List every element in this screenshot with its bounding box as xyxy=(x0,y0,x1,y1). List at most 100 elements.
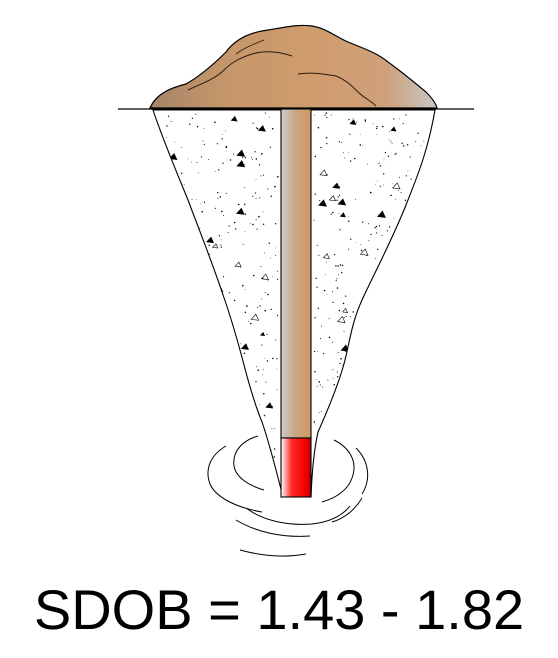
aggregate-stone xyxy=(211,243,219,249)
stipple-dot xyxy=(397,189,399,191)
stipple-dot xyxy=(249,322,252,325)
stipple-dot xyxy=(335,456,338,458)
stipple-dot xyxy=(322,386,324,388)
stipple-dot xyxy=(215,171,216,172)
stipple-dot xyxy=(270,257,271,259)
stipple-dot xyxy=(426,353,428,355)
stipple-dot xyxy=(406,144,409,146)
stipple-dot xyxy=(402,123,404,125)
stipple-dot xyxy=(414,222,417,224)
stipple-dot xyxy=(387,253,389,256)
stipple-dot xyxy=(393,118,395,120)
stipple-dot xyxy=(182,449,184,450)
stipple-dot xyxy=(273,448,276,450)
stipple-dot xyxy=(233,221,236,224)
stipple-dot xyxy=(182,419,183,421)
stipple-dot xyxy=(330,213,332,215)
stipple-dot xyxy=(336,278,338,280)
stipple-dot xyxy=(437,267,438,268)
stipple-dot xyxy=(225,130,227,132)
stipple-dot xyxy=(222,433,224,434)
stipple-dot xyxy=(379,165,381,167)
stipple-dot xyxy=(156,338,159,340)
stipple-dot xyxy=(255,192,257,194)
stipple-dot xyxy=(240,343,242,345)
stipple-dot xyxy=(244,203,246,206)
stipple-dot xyxy=(430,213,432,216)
stipple-dot xyxy=(339,362,341,365)
stipple-dot xyxy=(157,487,159,490)
stipple-dot xyxy=(177,480,179,482)
stipple-dot xyxy=(427,353,428,355)
stipple-dot xyxy=(404,199,407,202)
stipple-dot xyxy=(391,278,393,280)
stipple-dot xyxy=(184,273,186,276)
stipple-dot xyxy=(234,485,237,488)
stipple-dot xyxy=(238,427,239,429)
stipple-dot xyxy=(399,338,401,340)
stipple-dot xyxy=(195,323,197,325)
stipple-dot xyxy=(337,482,340,485)
stipple-dot xyxy=(343,330,345,332)
stipple-dot xyxy=(373,480,375,483)
aggregate-stone xyxy=(417,191,426,199)
stipple-dot xyxy=(244,213,247,215)
stipple-dot xyxy=(175,249,178,252)
stipple-dot xyxy=(423,277,425,279)
stipple-dot xyxy=(433,197,435,200)
stipple-dot xyxy=(349,160,352,162)
mound-texture-line xyxy=(187,51,293,91)
stipple-dot xyxy=(261,344,263,346)
stipple-dot xyxy=(372,385,374,387)
stipple-dot xyxy=(344,157,346,159)
stipple-dot xyxy=(360,244,361,245)
stipple-dot xyxy=(151,210,152,211)
stipple-dot xyxy=(193,371,195,373)
stipple-dot xyxy=(174,325,176,327)
stipple-dot xyxy=(266,479,268,481)
stipple-dot xyxy=(214,319,216,321)
aggregate-stone xyxy=(390,126,397,132)
stipple-dot xyxy=(273,427,275,429)
stipple-dot xyxy=(153,393,154,396)
stipple-dot xyxy=(428,187,431,189)
stipple-dot xyxy=(199,283,201,286)
stipple-dot xyxy=(170,121,172,122)
stipple-dot xyxy=(395,348,397,350)
stipple-dot xyxy=(375,303,378,306)
stipple-dot xyxy=(429,468,431,470)
stipple-dot xyxy=(437,148,438,149)
stipple-dot xyxy=(188,461,190,463)
stipple-dot xyxy=(318,381,320,383)
stipple-dot xyxy=(345,315,347,318)
stipple-dot xyxy=(313,421,316,423)
stipple-dot xyxy=(378,225,381,227)
stipple-dot xyxy=(193,438,195,440)
stipple-dot xyxy=(199,227,201,229)
stipple-dot xyxy=(169,263,172,265)
stipple-dot xyxy=(326,142,328,145)
stipple-dot xyxy=(266,453,267,455)
stipple-dot xyxy=(161,288,163,290)
stipple-dot xyxy=(410,289,413,291)
stipple-dot xyxy=(214,466,217,469)
stipple-dot xyxy=(263,369,264,371)
stipple-dot xyxy=(196,445,198,448)
stipple-dot xyxy=(209,338,211,340)
stipple-dot xyxy=(324,114,326,116)
stipple-dot xyxy=(182,368,184,370)
aggregate-stone xyxy=(423,401,432,409)
stipple-dot xyxy=(230,473,233,476)
stipple-dot xyxy=(158,259,160,261)
stipple-dot xyxy=(190,439,191,441)
stipple-dot xyxy=(194,322,196,324)
stipple-dot xyxy=(200,203,202,205)
stipple-dot xyxy=(326,262,327,263)
stipple-dot xyxy=(348,248,350,250)
stipple-dot xyxy=(238,417,240,420)
stipple-dot xyxy=(320,325,323,327)
stipple-dot xyxy=(333,435,335,437)
stipple-dot xyxy=(352,388,354,390)
stipple-dot xyxy=(401,456,402,458)
stipple-dot xyxy=(167,216,170,218)
